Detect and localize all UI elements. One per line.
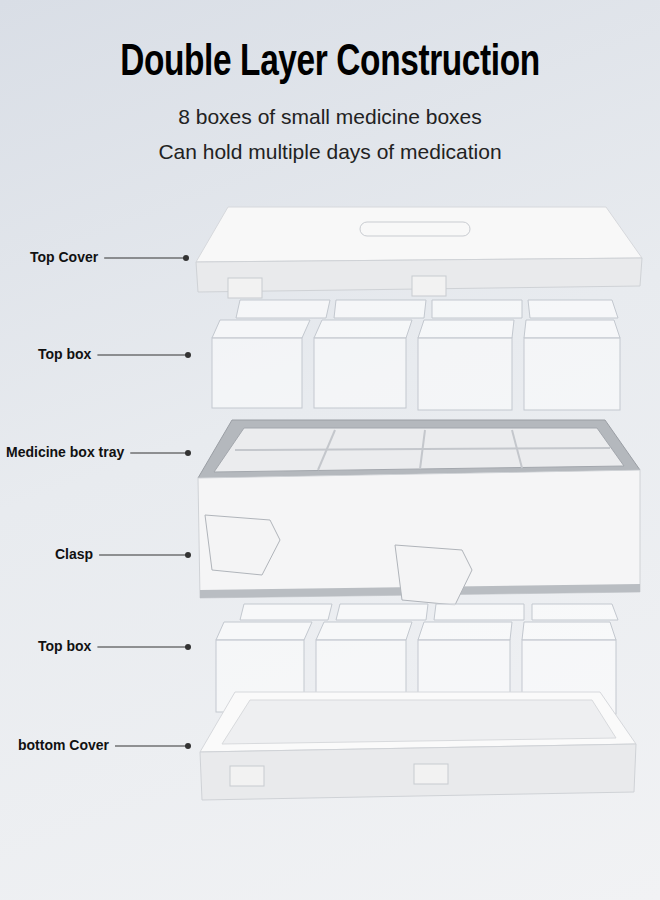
leader-line [104,258,186,259]
top-cover [196,207,642,298]
leader-dot [185,552,191,558]
leader-line [115,746,188,747]
part-label: Clasp [55,546,93,562]
subtitle-line: Can hold multiple days of medication [0,140,660,164]
leader-dot [185,644,191,650]
leader-line [130,453,188,454]
medicine-box-tray [198,420,640,605]
subtitle-line: 8 boxes of small medicine boxes [0,105,660,129]
part-label: Top Cover [30,249,98,265]
bottom-cover [200,692,636,800]
leader-dot [185,743,191,749]
leader-line [99,555,188,556]
part-label: Top box [38,638,91,654]
part-label: Medicine box tray [6,444,124,460]
part-label: Top box [38,346,91,362]
top-boxes [212,300,620,410]
part-label: bottom Cover [18,737,109,753]
leader-line [97,647,188,648]
leader-dot [183,255,189,261]
leader-line [97,355,188,356]
page-title: Double Layer Construction [79,35,581,85]
leader-dot [185,450,191,456]
leader-dot [185,352,191,358]
